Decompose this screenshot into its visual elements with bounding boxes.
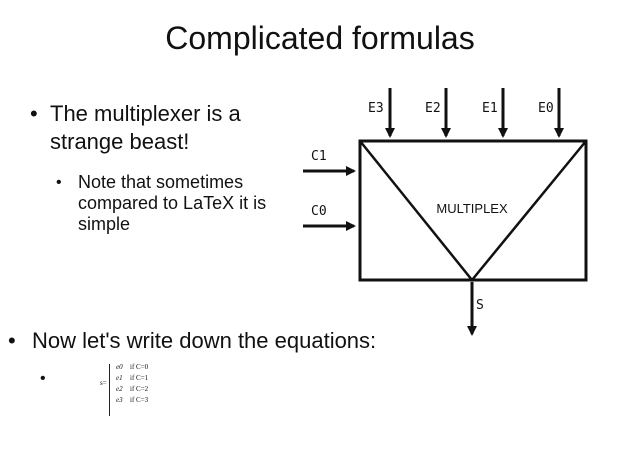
bullet-dot: • [40, 370, 46, 387]
label-c1: C1 [311, 149, 327, 164]
multiplexer-triangle [359, 140, 587, 282]
bullet-multiplexer: • The multiplexer is a strange beast! [30, 100, 310, 156]
label-e2: E2 [425, 101, 441, 116]
bullet-text: Note that sometimes compared to LaTeX it… [78, 172, 267, 234]
bullet-dot: • [30, 101, 38, 126]
slide-title: Complicated formulas [165, 20, 475, 56]
bullet-dot: • [56, 174, 62, 191]
label-e1: E1 [482, 101, 498, 116]
bullet-dot: • [8, 328, 16, 353]
label-e0: E0 [538, 101, 554, 116]
subbullet-latex: • Note that sometimes compared to LaTeX … [56, 172, 311, 235]
label-s: S [476, 298, 484, 313]
label-multiplex: MULTIPLEX [436, 201, 508, 216]
equation-lhs: s= [100, 379, 107, 387]
bullet-text: The multiplexer is a strange beast! [50, 101, 241, 154]
bullet-text: Now let's write down the equations: [32, 328, 377, 353]
bullet-equations: • Now let's write down the equations: [8, 327, 478, 355]
equation-brace [109, 364, 114, 416]
label-e3: E3 [368, 101, 384, 116]
label-c0: C0 [311, 204, 327, 219]
